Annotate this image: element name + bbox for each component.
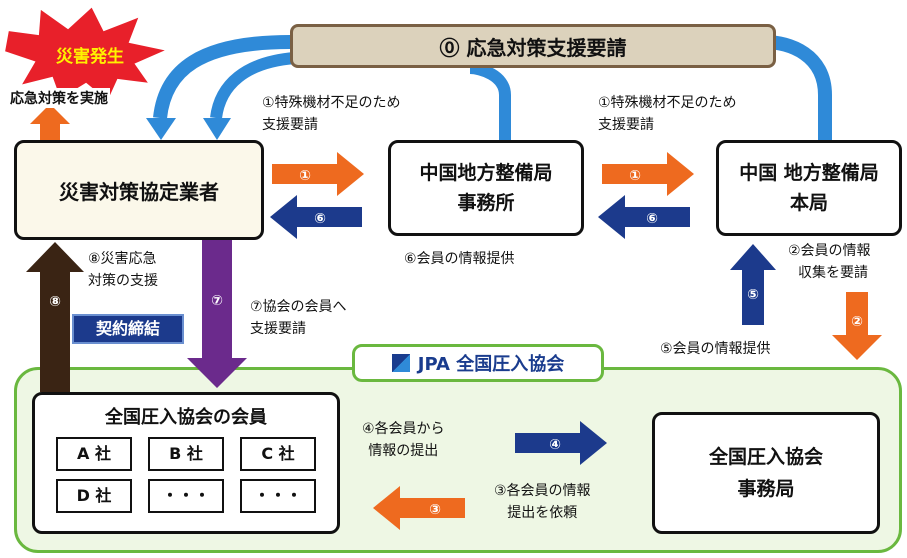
- jpa-name: JPA 全国圧入協会: [417, 354, 565, 375]
- hq-box: 中国 地方整備局 本局: [716, 140, 902, 236]
- step1-b-num: ①: [629, 168, 641, 184]
- office-to-banner-line: [469, 62, 511, 140]
- company-c: C 社: [240, 437, 316, 471]
- label-step4: ④各会員から情報の提出: [362, 421, 445, 459]
- request-curve-inner-head: [203, 118, 231, 140]
- jpa-label: JPA 全国圧入協会: [352, 344, 604, 382]
- disaster-burst-icon: [2, 4, 172, 104]
- company-grid: A 社 B 社 C 社 D 社 ・・・ ・・・: [35, 437, 337, 513]
- contractor-label: 災害対策協定業者: [59, 179, 219, 204]
- step6-arrow-b: ⑥: [598, 195, 690, 239]
- request-curve-inner: [210, 52, 296, 119]
- step7-num: ⑦: [211, 293, 223, 309]
- step5-num: ⑤: [747, 287, 759, 303]
- response-label: 応急対策を実施: [8, 88, 110, 108]
- label-step2: ②会員の情報収集を要請: [788, 243, 871, 281]
- step7-arrow: ⑦: [187, 238, 247, 388]
- label-step6: ⑥会員の情報提供: [404, 251, 515, 267]
- company-b: B 社: [148, 437, 224, 471]
- step2-num: ②: [851, 314, 863, 330]
- label-step1a: ①特殊機材不足のため支援要請: [262, 95, 401, 133]
- step1-a-num: ①: [299, 168, 311, 184]
- label-step1b: ①特殊機材不足のため支援要請: [598, 95, 737, 133]
- request-banner: ⓪ 応急対策支援要請: [290, 24, 776, 68]
- office-label-line1: 中国地方整備局: [419, 162, 553, 184]
- members-title: 全国圧入協会の会員: [105, 407, 267, 428]
- disaster-label: 災害発生: [56, 47, 124, 67]
- step1-arrow-a: ①: [272, 152, 364, 196]
- step1-arrow-b: ①: [602, 152, 694, 196]
- hq-label-line2: 本局: [789, 192, 828, 214]
- step4-num: ④: [549, 437, 561, 453]
- step3-num: ③: [429, 502, 441, 518]
- request-curve-outer-head: [146, 118, 176, 140]
- step6-arrow-a: ⑥: [270, 195, 362, 239]
- label-step8: ⑧災害応急対策の支援: [88, 251, 158, 289]
- label-step5: ⑤会員の情報提供: [660, 341, 771, 357]
- step4-arrow: ④: [515, 421, 607, 465]
- request-banner-text: ⓪ 応急対策支援要請: [439, 35, 627, 60]
- hq-label-line1: 中国 地方整備局: [739, 162, 879, 184]
- label-step3: ③各会員の情報提出を依頼: [494, 483, 591, 521]
- jpa-logo-icon: [391, 354, 410, 372]
- company-d: D 社: [56, 479, 132, 513]
- office-label-line2: 事務所: [457, 192, 515, 214]
- secretariat-label-line1: 全国圧入協会: [708, 446, 823, 468]
- contractor-box: 災害対策協定業者: [14, 140, 264, 240]
- step5-arrow: ⑤: [730, 244, 776, 325]
- secretariat-box: 全国圧入協会 事務局: [652, 412, 880, 534]
- request-curve-outer: [153, 35, 291, 119]
- company-more-2: ・・・: [240, 479, 316, 513]
- contract-badge: 契約締結: [72, 314, 184, 344]
- step3-arrow: ③: [373, 486, 465, 530]
- office-box: 中国地方整備局 事務所: [388, 140, 584, 236]
- members-box: 全国圧入協会の会員 A 社 B 社 C 社 D 社 ・・・ ・・・: [32, 392, 340, 534]
- company-more-1: ・・・: [148, 479, 224, 513]
- step6-a-num: ⑥: [314, 211, 326, 227]
- step2-arrow: ②: [832, 292, 882, 360]
- label-step7: ⑦協会の会員へ支援要請: [250, 299, 347, 337]
- step8-arrow: ⑧: [26, 242, 84, 392]
- step6-b-num: ⑥: [646, 211, 658, 227]
- step8-num: ⑧: [49, 294, 61, 310]
- company-a: A 社: [56, 437, 132, 471]
- secretariat-label-line2: 事務局: [737, 478, 795, 500]
